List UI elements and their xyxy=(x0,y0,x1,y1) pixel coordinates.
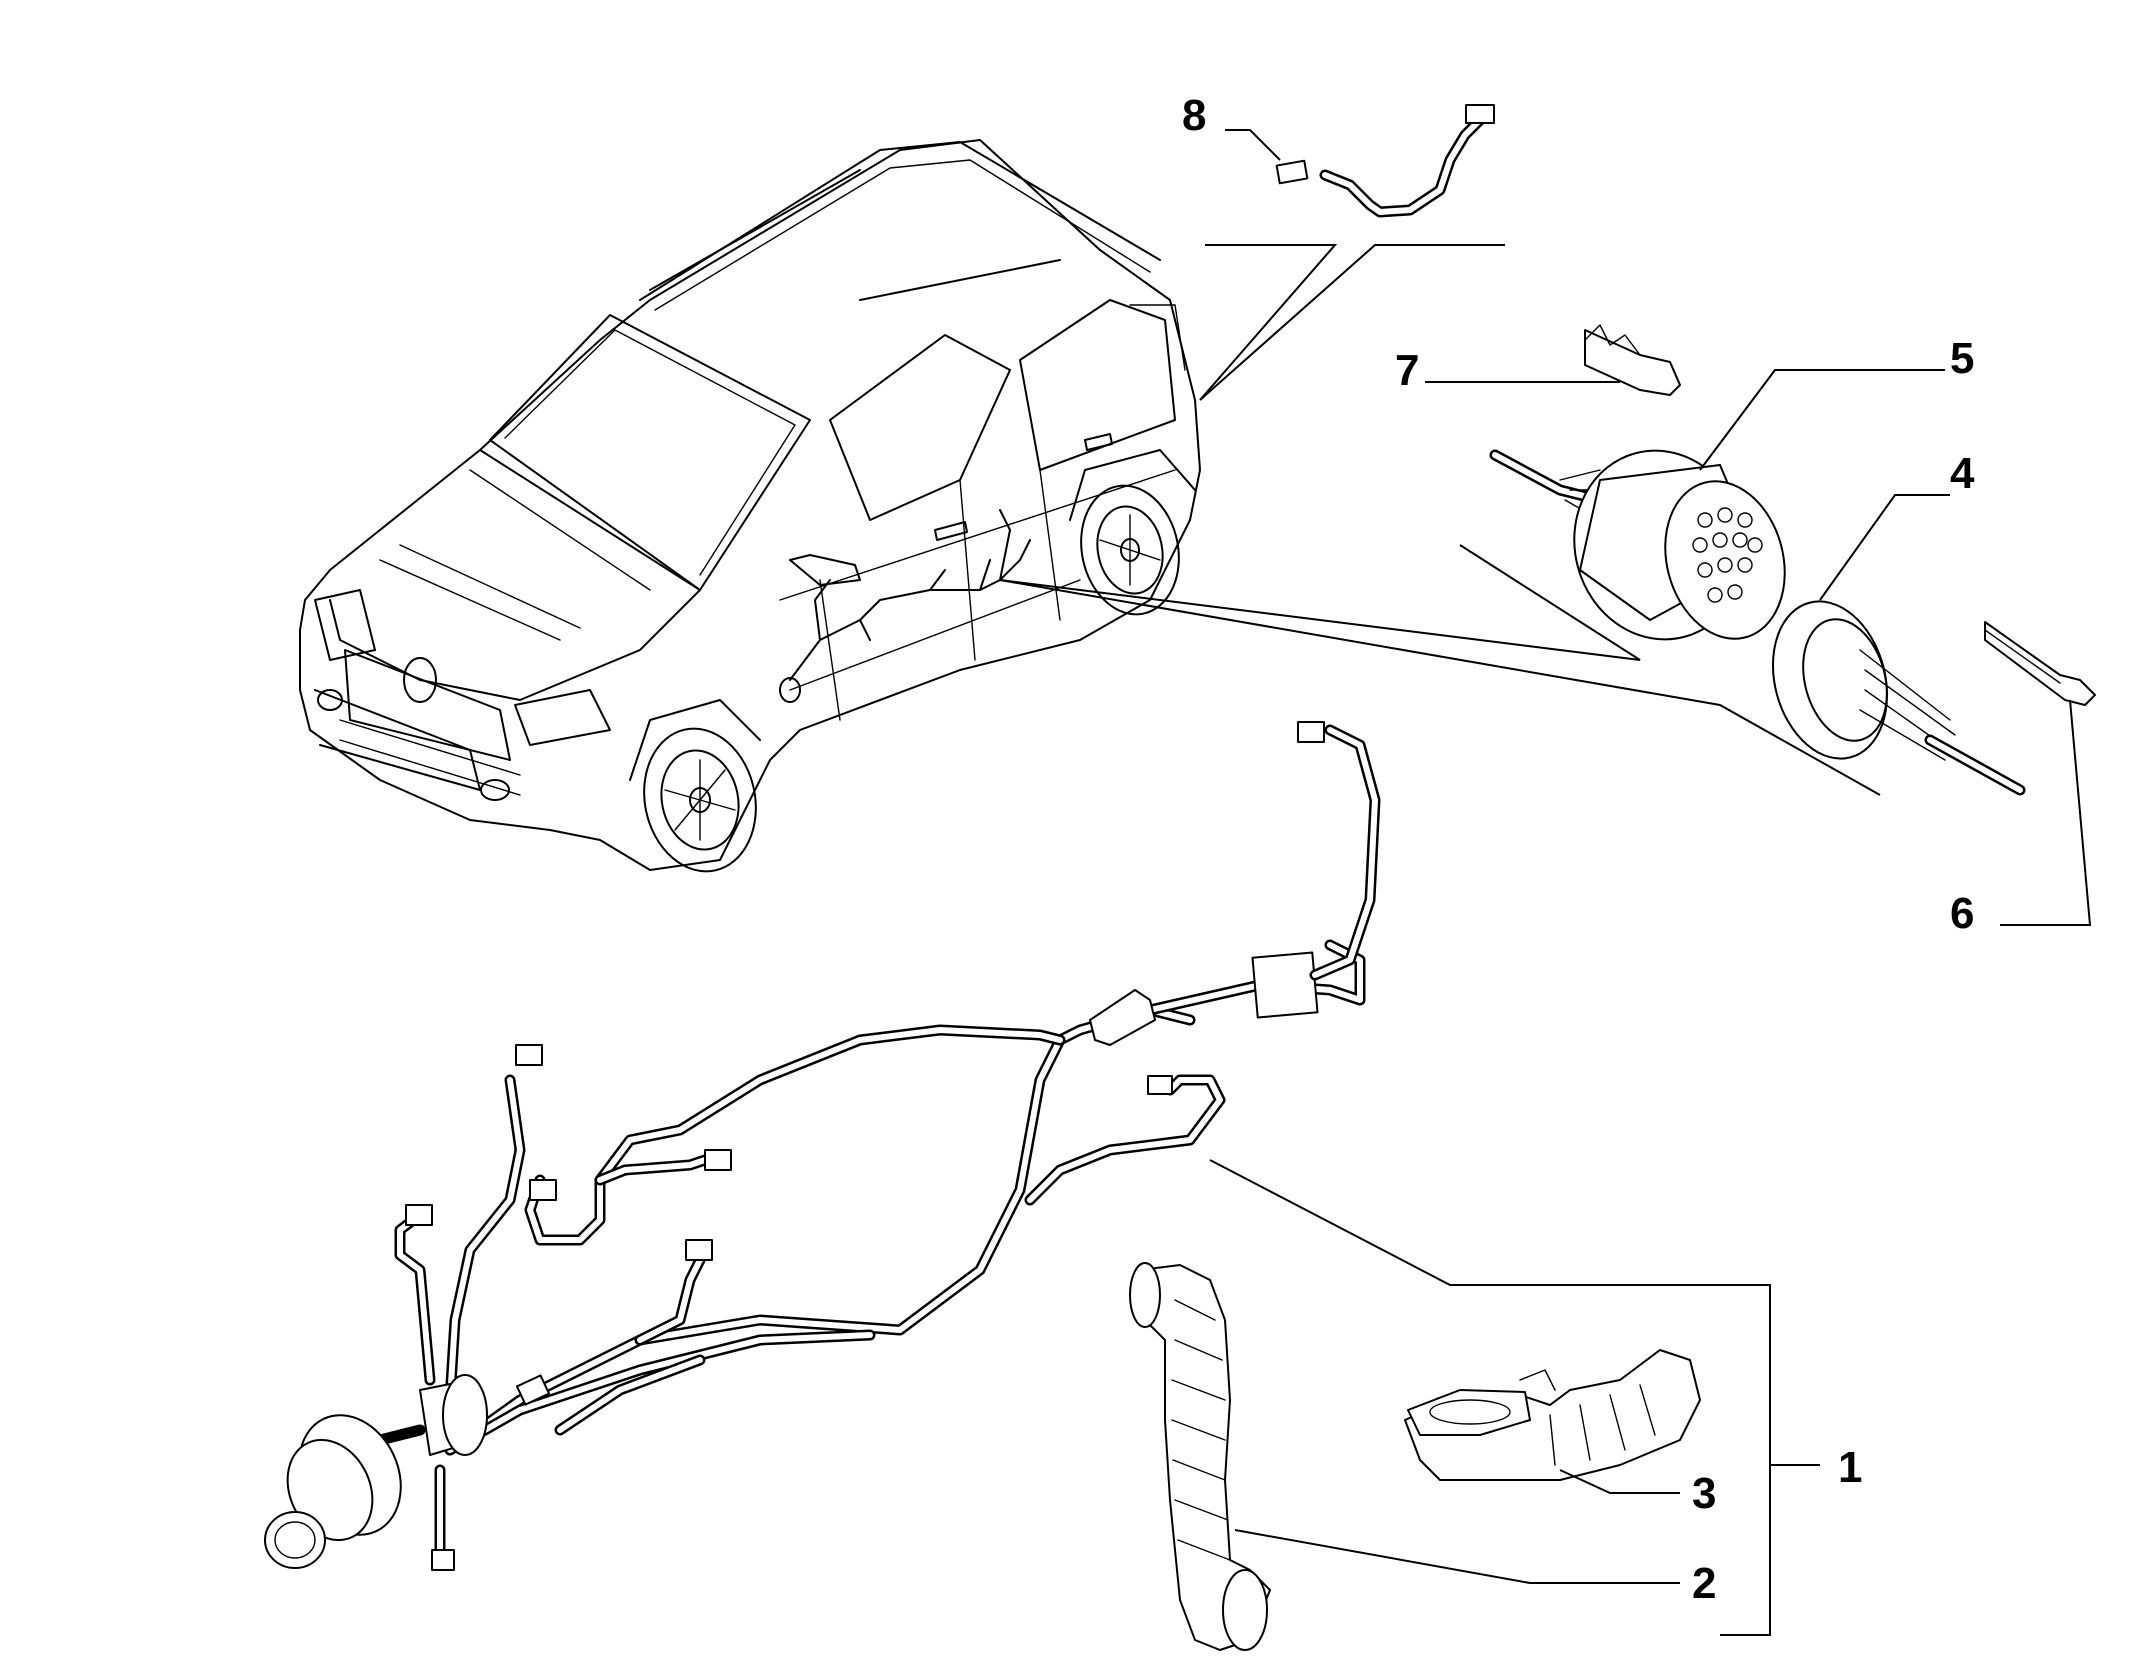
callout-2: 2 xyxy=(1692,1559,1716,1608)
callout-4: 4 xyxy=(1950,449,1975,498)
part-3-boot-grommet xyxy=(1404,1349,1701,1494)
part-5-round-connector xyxy=(1489,369,1945,641)
callout-1: 1 xyxy=(1838,1443,1862,1492)
callout-3: 3 xyxy=(1692,1469,1716,1518)
part-4-socket-connector xyxy=(1771,494,2026,796)
part-8-jumper-wire xyxy=(1225,104,1495,218)
part-2-sleeve xyxy=(1129,1262,1680,1651)
callout-5: 5 xyxy=(1950,334,1974,383)
callout-labels: 1 2 3 4 5 6 7 8 xyxy=(1182,91,1975,1608)
part-6-pin-terminal xyxy=(1984,621,2096,926)
vehicle-illustration xyxy=(299,139,1201,873)
leader-lines xyxy=(999,244,1881,796)
part-1-wiring-harness xyxy=(264,721,1820,1636)
connector-5-pins xyxy=(1692,507,1763,603)
part-7-terminal xyxy=(1425,324,1681,396)
callout-7: 7 xyxy=(1395,346,1419,395)
callout-8: 8 xyxy=(1182,91,1206,140)
callout-6: 6 xyxy=(1950,889,1974,938)
